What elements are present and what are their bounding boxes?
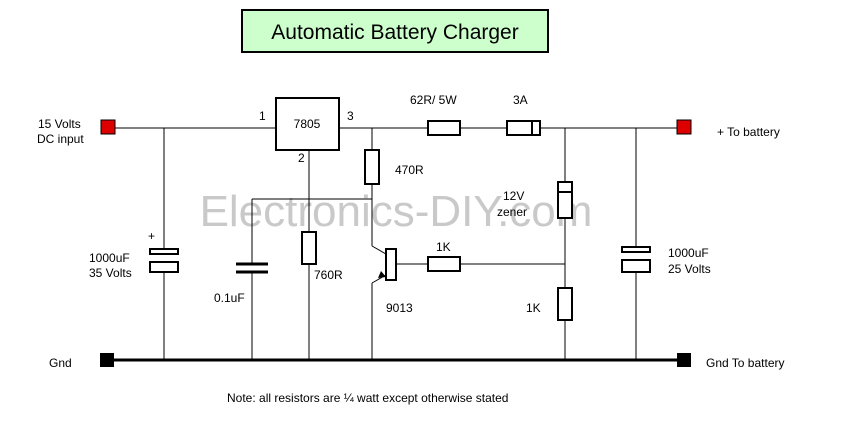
resistor-760r	[301, 231, 317, 265]
cap-out-value: 1000uF	[668, 246, 709, 260]
cap-out-plate-top	[621, 246, 651, 253]
resistor-470r	[364, 149, 380, 185]
resistor-1k-lower-label: 1K	[526, 301, 541, 315]
resistor-760r-label: 760R	[314, 268, 343, 282]
output-positive-terminal	[676, 119, 692, 135]
transistor-label: 9013	[386, 301, 413, 315]
zener-label-line1: 12V	[503, 189, 524, 203]
gnd-label: Gnd	[49, 356, 72, 370]
title-box	[241, 9, 549, 53]
wires	[107, 127, 684, 362]
resistor-1k-base-label: 1K	[436, 240, 451, 254]
output-ground-terminal	[677, 353, 691, 367]
cap-in-value: 1000uF	[89, 251, 130, 265]
pin1-label: 1	[259, 109, 266, 123]
footnote: Note: all resistors are ¼ watt except ot…	[227, 391, 508, 405]
resistor-62r-label: 62R/ 5W	[410, 93, 457, 107]
input-positive-terminal	[100, 119, 116, 135]
pin2-label: 2	[298, 151, 305, 165]
transistor-9013	[385, 248, 397, 281]
input-label-line2: DC input	[37, 132, 84, 146]
regulator-7805	[275, 97, 340, 151]
zener-label-line2: zener	[497, 205, 527, 219]
cap-in-plate-bottom	[149, 261, 179, 273]
fuse-label: 3A	[513, 93, 528, 107]
to-battery-label: + To battery	[717, 125, 780, 139]
zener-12v	[557, 181, 573, 219]
resistor-1k-lower	[557, 287, 573, 321]
transistor-emitter-arrow	[378, 271, 386, 278]
resistor-62r	[427, 120, 461, 136]
resistor-1k-base	[427, 256, 461, 272]
cap-in-plus: +	[148, 229, 155, 243]
regulator-label: 7805	[294, 117, 321, 131]
fuse-3a	[506, 120, 541, 136]
watermark: Electronics-DIY.com	[200, 187, 593, 236]
resistor-470r-label: 470R	[395, 163, 424, 177]
cap-in-plate-top	[149, 248, 179, 255]
cap-01-label: 0.1uF	[214, 291, 245, 305]
diagram-title: Automatic Battery Charger	[271, 21, 518, 44]
cap-out-voltage: 25 Volts	[668, 262, 711, 276]
input-label-line1: 15 Volts	[38, 117, 81, 131]
gnd-to-battery-label: Gnd To battery	[706, 356, 785, 370]
cap-out-plate-bottom	[621, 259, 651, 273]
cap-in-voltage: 35 Volts	[89, 266, 132, 280]
input-ground-terminal	[100, 353, 114, 367]
pin3-label: 3	[347, 109, 354, 123]
